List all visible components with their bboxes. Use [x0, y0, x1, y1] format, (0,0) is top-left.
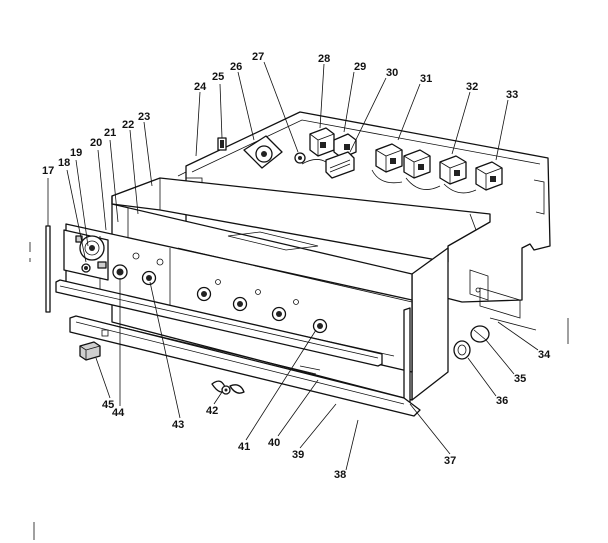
- leader-lines: [47, 61, 539, 471]
- callout-33: 33: [506, 89, 518, 101]
- callout-43: 43: [172, 419, 184, 431]
- callout-25: 25: [212, 71, 224, 83]
- fan-clip-42: [211, 380, 245, 395]
- callout-24: 24: [194, 81, 207, 93]
- switch-block-32a: [403, 149, 431, 179]
- kick-panel-38: [69, 315, 421, 417]
- selector-knob-left-2: [141, 270, 157, 286]
- rail-34: [489, 317, 569, 344]
- callout-44: 44: [112, 407, 125, 419]
- callout-29: 29: [354, 61, 366, 73]
- knob-35: [470, 325, 490, 343]
- callout-23: 23: [138, 111, 150, 123]
- relay-29: [333, 133, 357, 159]
- knob-2: [232, 296, 248, 312]
- part-45: [79, 341, 101, 361]
- callout-17: 17: [42, 165, 54, 177]
- callout-45: 45: [102, 399, 114, 411]
- callout-40: 40: [268, 437, 280, 449]
- timer-motor-26: [243, 135, 283, 169]
- selector-knob-left: [112, 264, 128, 280]
- callout-26: 26: [230, 61, 242, 73]
- switch-27: [294, 152, 306, 164]
- callout-20: 20: [90, 137, 102, 149]
- callout-30: 30: [386, 67, 398, 79]
- strip-39: [299, 365, 321, 371]
- callout-18: 18: [58, 157, 70, 169]
- switch-block-32b: [439, 155, 467, 185]
- callout-38: 38: [334, 469, 346, 481]
- switch-block-33: [475, 161, 503, 191]
- relay-28: [309, 127, 335, 157]
- indicator-dot: [215, 279, 221, 285]
- top-cover-23: [111, 177, 491, 263]
- terminal-block-30: [301, 151, 355, 179]
- switch-block-31: [375, 143, 403, 173]
- indicator-dot: [255, 289, 261, 295]
- callout-27: 27: [252, 51, 264, 63]
- control-knobs: [112, 252, 328, 334]
- callout-19: 19: [70, 147, 82, 159]
- callout-42: 42: [206, 405, 218, 417]
- knob-3: [271, 306, 287, 322]
- callout-31: 31: [420, 73, 432, 85]
- control-switch-array: [371, 143, 503, 194]
- indicator-dot: [132, 252, 140, 260]
- callout-labels: 17 18 19 20 21 22 23 24 25 26 27 28 29 3…: [42, 51, 551, 481]
- callout-39: 39: [292, 449, 304, 461]
- lower-rail-upper: [55, 279, 383, 367]
- callout-35: 35: [514, 373, 526, 385]
- callout-28: 28: [318, 53, 330, 65]
- callout-32: 32: [466, 81, 478, 93]
- callout-22: 22: [122, 119, 134, 131]
- knob-1: [196, 286, 212, 302]
- callout-21: 21: [104, 127, 116, 139]
- callout-34: 34: [538, 349, 551, 361]
- callout-36: 36: [496, 395, 508, 407]
- callout-37: 37: [444, 455, 456, 467]
- knob-4: [312, 318, 328, 334]
- indicator-dot: [293, 299, 299, 305]
- left-dial-cluster: [63, 229, 109, 281]
- indicator-dot: [156, 258, 164, 266]
- trim-strip-17: [29, 225, 51, 313]
- callout-41: 41: [238, 441, 250, 453]
- knob-36: [453, 340, 471, 360]
- bracket-25: [217, 137, 227, 151]
